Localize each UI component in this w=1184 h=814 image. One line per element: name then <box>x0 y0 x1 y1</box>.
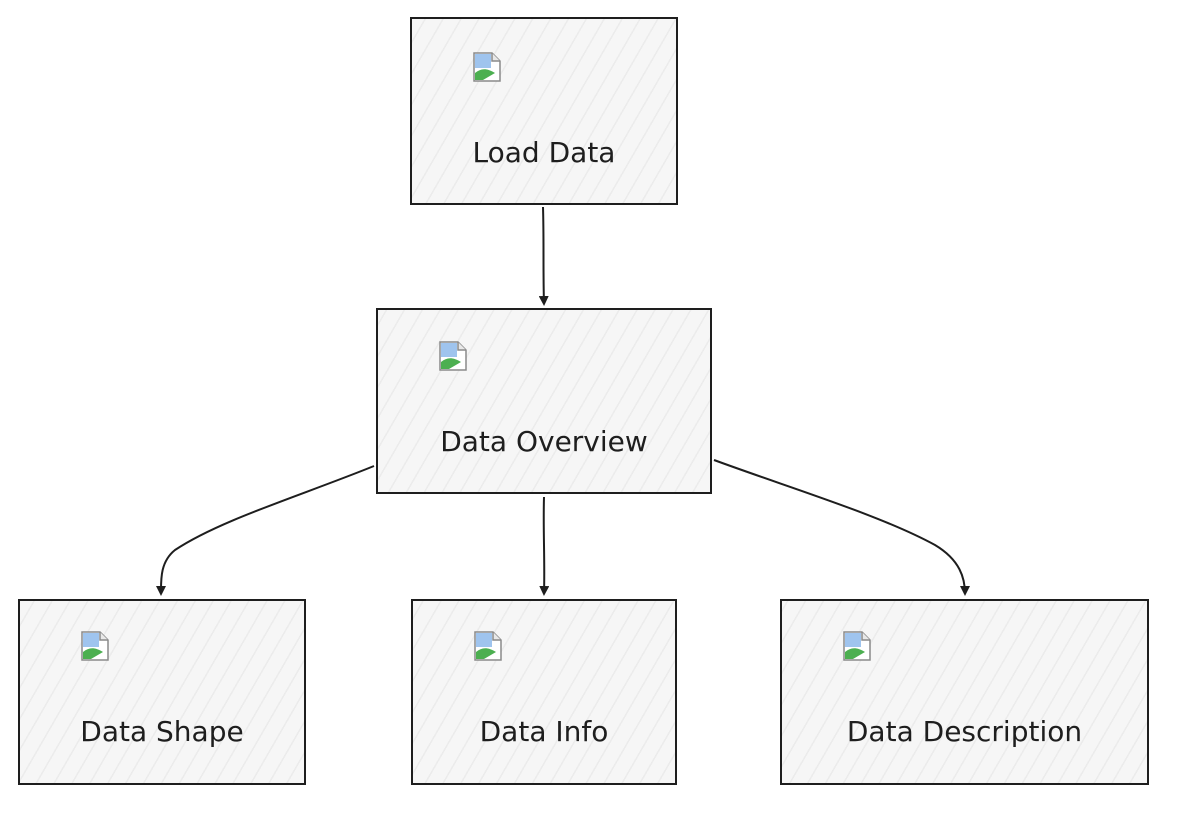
node-label: Data Info <box>479 715 609 748</box>
node-data-shape[interactable]: Data Shape <box>18 599 306 785</box>
broken-image-icon <box>843 631 871 661</box>
node-label: Load Data <box>472 136 616 169</box>
node-label: Data Shape <box>80 715 244 748</box>
node-label: Data Description <box>846 715 1083 748</box>
broken-image-icon <box>81 631 109 661</box>
edge-overview-to-description <box>713 459 970 596</box>
node-data-description[interactable]: Data Description <box>780 599 1149 785</box>
node-label: Data Overview <box>440 425 648 458</box>
node-data-overview[interactable]: Data Overview <box>376 308 712 494</box>
edge-load-to-overview <box>538 206 549 306</box>
node-data-info[interactable]: Data Info <box>411 599 677 785</box>
edge-overview-to-info <box>539 496 550 596</box>
node-load-data[interactable]: Load Data <box>410 17 678 205</box>
broken-image-icon <box>473 52 501 82</box>
broken-image-icon <box>474 631 502 661</box>
broken-image-icon <box>439 341 467 371</box>
edge-overview-to-shape <box>155 465 375 596</box>
